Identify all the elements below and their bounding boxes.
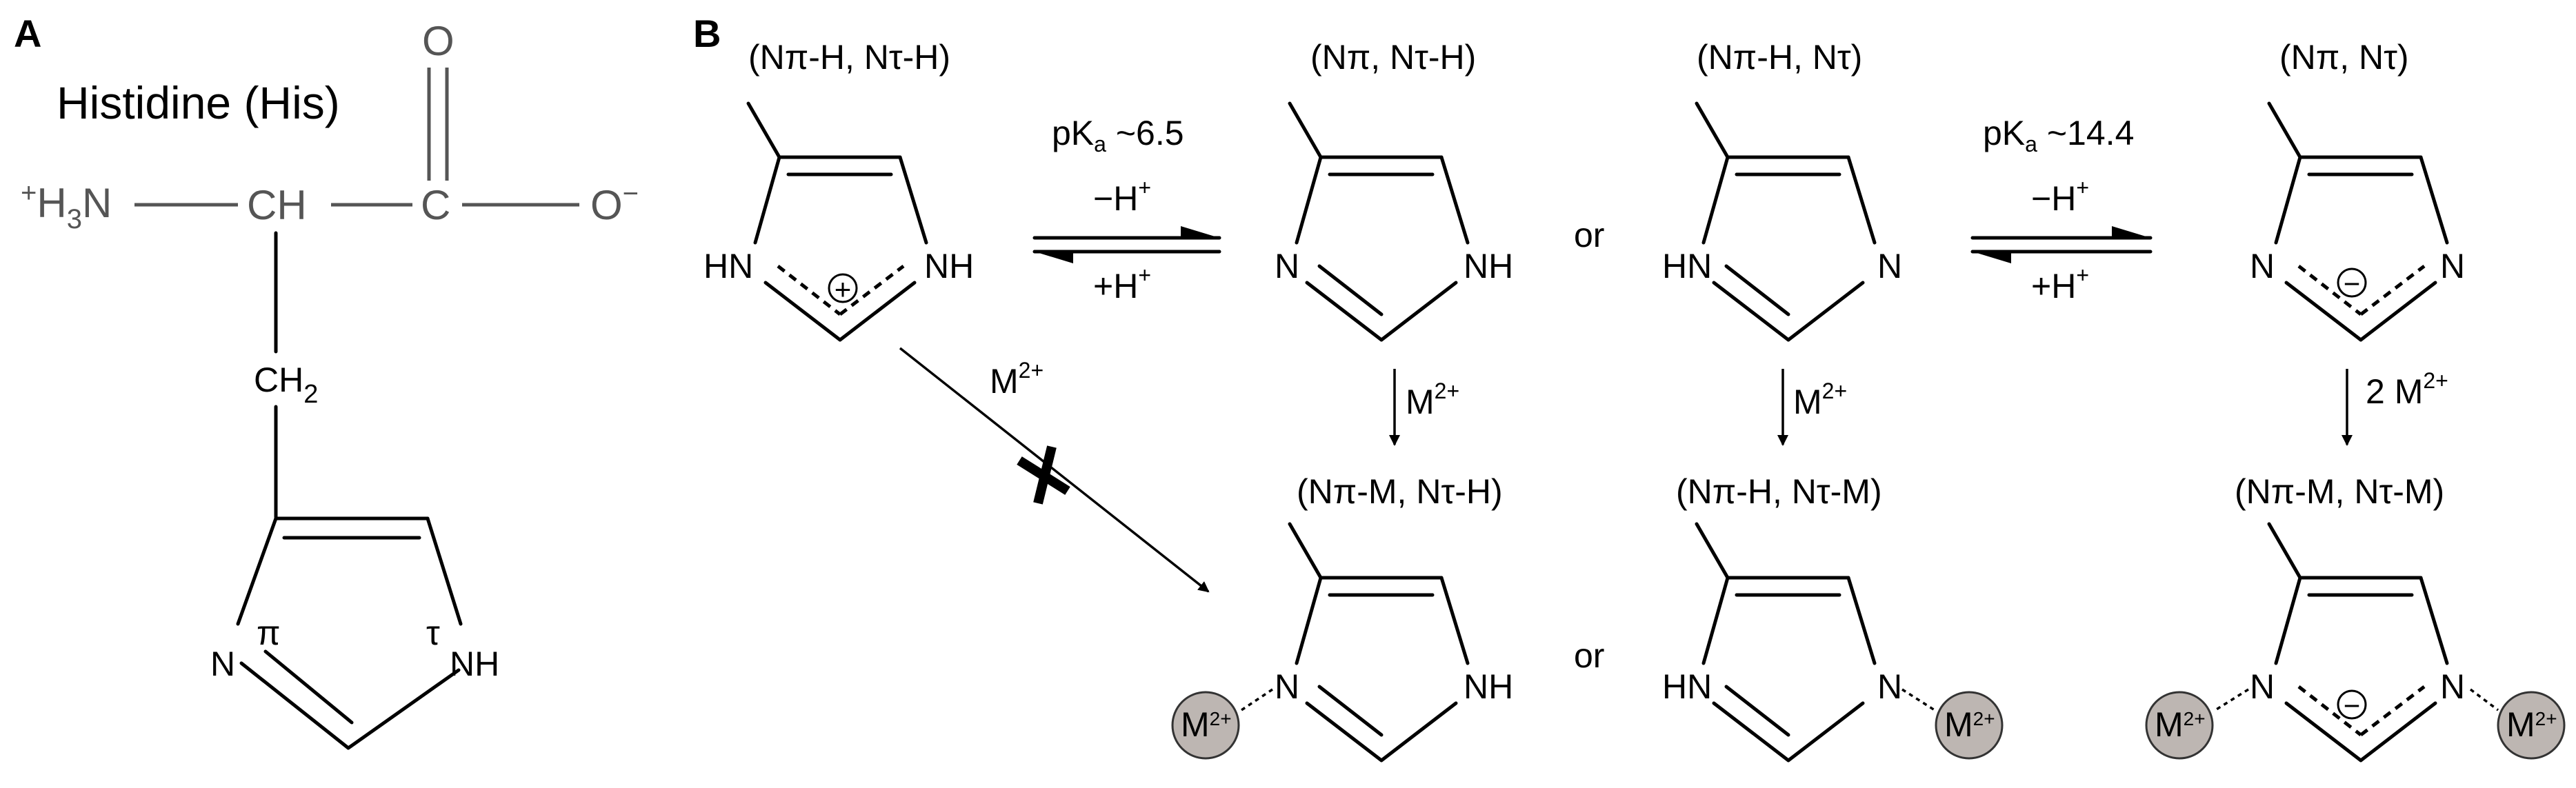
metal-ion-icon — [2145, 691, 2214, 760]
metal-ion-icon — [1171, 691, 1240, 760]
panel-b: B (Nπ-H, Nτ-H) (Nπ, Nτ-H) (Nπ-H, Nτ) (Nπ… — [693, 12, 2566, 762]
metal-ion-icon — [1935, 691, 2004, 760]
imidazolium-ring: + HN NH — [703, 101, 974, 342]
negative-charge-icon — [2337, 689, 2367, 720]
negative-charge-sign: − — [2344, 689, 2361, 722]
ring3-hn: HN — [1662, 247, 1712, 285]
ring2-n: N — [1275, 247, 1299, 285]
ring1-hn: HN — [703, 247, 753, 285]
state-label-npi-h-ntau-h: (Nπ-H, Nτ-H) — [748, 38, 950, 77]
metal-arrow-1: M2+ — [1389, 369, 1459, 446]
ring2-nh: NH — [1464, 247, 1513, 285]
or-connector-bottom: or — [1574, 636, 1604, 675]
metal-ion-icon — [2497, 691, 2566, 760]
metal-arrow-1-label: M2+ — [1406, 378, 1459, 421]
metal-ion-label: M2+ — [1944, 705, 1995, 744]
metal-arrow-3: 2 M2+ — [2342, 368, 2448, 446]
amine-group: +H3N — [21, 178, 112, 234]
state-label-npi-h-ntau-m: (Nπ-H, Nτ-M) — [1676, 472, 1882, 511]
imidazole-ring-npi-h: HN N — [1662, 101, 1902, 342]
metal-arrow-3-label: 2 M2+ — [2366, 368, 2448, 411]
ring5-nh: NH — [1464, 667, 1513, 706]
ring6-hn: HN — [1662, 667, 1712, 706]
equilibrium-arrows-1: pKa ~6.5 −H+ +H+ — [1032, 114, 1221, 305]
metal-ion-label: M2+ — [1181, 705, 1232, 744]
panel-b-label: B — [693, 12, 721, 55]
state-label-npi-h-ntau: (Nπ-H, Nτ) — [1697, 38, 1862, 77]
carbonyl-oxygen: O — [422, 18, 455, 64]
tau-label: τ — [426, 614, 440, 652]
pka1-label: pKa ~6.5 — [1052, 114, 1184, 156]
pka2-label: pKa ~14.4 — [1983, 114, 2134, 156]
carboxyl-carbon: C — [421, 182, 450, 228]
panel-a-title: Histidine (His) — [57, 77, 340, 128]
ring1-nh: NH — [924, 247, 974, 285]
protonation-label-2: +H+ — [2031, 263, 2089, 305]
imidazolate-ring: − N N — [2250, 101, 2465, 342]
protonation-label-1: +H+ — [1093, 263, 1151, 305]
panel-a: A Histidine (His) +H3N CH C O O− CH2 — [14, 12, 639, 750]
metal-ion-label: M2+ — [2506, 705, 2557, 744]
his-imidazole-ring: N π τ NH — [210, 516, 499, 750]
carboxylate-oxygen: O− — [590, 179, 639, 228]
ring5-n: N — [1275, 667, 1299, 706]
blocked-metal-binding-arrow: M2+ — [899, 347, 1210, 593]
ring4-n-left: N — [2250, 247, 2275, 285]
complex-ntau-m: HN N M2+ — [1662, 522, 2004, 762]
or-connector-top: or — [1574, 216, 1604, 254]
metal-ion-label: M2+ — [2155, 705, 2206, 744]
negative-charge-sign: − — [2344, 267, 2361, 300]
state-label-npi-ntau: (Nπ, Nτ) — [2279, 38, 2409, 77]
complex-npi-m: N NH M2+ — [1171, 522, 1513, 762]
state-label-npi-m-ntau-m: (Nπ-M, Nτ-M) — [2235, 472, 2444, 511]
metal-arrow-2-label: M2+ — [1793, 378, 1847, 421]
cross-mark-icon — [1033, 445, 1057, 505]
imidazole-ring-ntau-h: N NH — [1275, 101, 1513, 342]
positive-charge-icon — [828, 273, 858, 303]
pi-label: π — [257, 614, 281, 652]
deprotonation-label-2: −H+ — [2031, 175, 2089, 218]
state-label-npi-ntau-h: (Nπ, Nτ-H) — [1310, 38, 1476, 77]
n-pi-atom: N — [210, 645, 235, 683]
ring3-n: N — [1877, 247, 1902, 285]
deprotonation-label-1: −H+ — [1093, 175, 1151, 218]
methylene-group: CH2 — [254, 361, 318, 409]
alpha-carbon: CH — [247, 182, 307, 228]
ring7-n-left: N — [2250, 667, 2275, 706]
complex-npi-m-ntau-m: − N N M2+ M2+ — [2145, 522, 2566, 762]
state-label-npi-m-ntau-h: (Nπ-M, Nτ-H) — [1297, 472, 1503, 511]
ring7-n-right: N — [2440, 667, 2465, 706]
n-tau-h-atom: NH — [450, 645, 499, 683]
positive-charge-sign: + — [835, 273, 852, 305]
negative-charge-icon — [2337, 267, 2367, 298]
panel-a-label: A — [14, 12, 41, 55]
equilibrium-arrows-2: pKa ~14.4 −H+ +H+ — [1970, 114, 2153, 305]
ring6-n: N — [1877, 667, 1902, 706]
blocked-arrow-metal-label: M2+ — [990, 358, 1044, 401]
ring4-n-right: N — [2440, 247, 2465, 285]
metal-arrow-2: M2+ — [1777, 369, 1847, 446]
